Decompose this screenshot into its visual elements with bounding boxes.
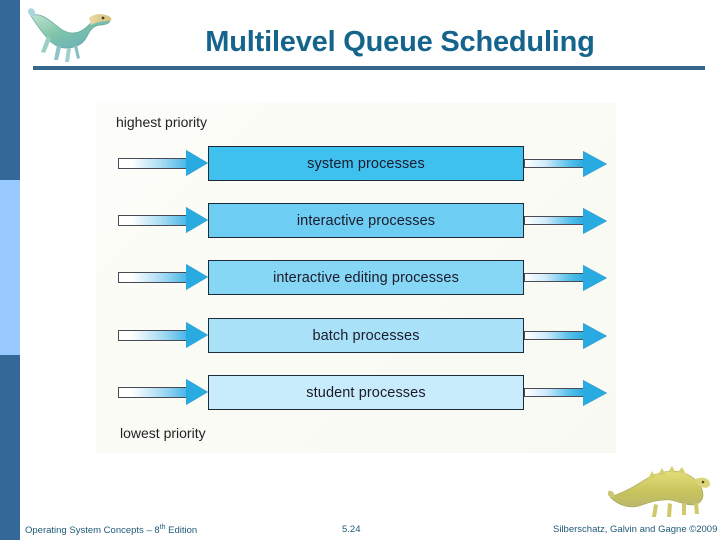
queue-row: batch processes xyxy=(0,318,720,354)
outgoing-arrow-shaft xyxy=(524,388,586,397)
outgoing-arrow-shaft xyxy=(524,216,586,225)
queue-row: interactive editing processes xyxy=(0,260,720,296)
outgoing-arrow-head xyxy=(583,380,607,406)
queue-box-student-processes[interactable]: student processes xyxy=(208,375,524,410)
queue-label: interactive processes xyxy=(296,212,436,229)
queue-label: student processes xyxy=(306,384,426,401)
lowest-priority-label: lowest priority xyxy=(120,425,206,441)
dimetrodon-logo-icon xyxy=(608,466,711,517)
queue-row: interactive processes xyxy=(0,203,720,239)
incoming-arrow-head xyxy=(186,207,208,233)
queue-box-interactive-editing-processes[interactable]: interactive editing processes xyxy=(208,260,524,295)
footer-edition-tail: Edition xyxy=(165,525,198,537)
queue-label: interactive editing processes xyxy=(273,269,459,286)
sidebar-strip-bottom xyxy=(0,355,20,540)
footer-edition-text: Operating System Concepts – 8 xyxy=(25,525,160,537)
footer-edition-ordinal: th xyxy=(159,524,166,531)
dinosaur-logo-icon xyxy=(27,8,112,62)
incoming-arrow-head xyxy=(186,379,208,405)
outgoing-arrow-head xyxy=(583,208,607,234)
highest-priority-label: highest priority xyxy=(116,114,208,130)
sidebar-strip-top xyxy=(0,0,20,180)
queue-row: student processes xyxy=(0,375,720,411)
incoming-arrow-shaft xyxy=(118,215,190,226)
queue-row: system processes xyxy=(0,146,720,182)
outgoing-arrow-head xyxy=(583,323,607,349)
left-sidebar xyxy=(0,0,20,540)
outgoing-arrow-shaft xyxy=(524,273,586,282)
footer-edition: Operating System Concepts – 8th Edition xyxy=(25,524,197,536)
incoming-arrow-shaft xyxy=(118,387,190,398)
footer-copyright: Silberschatz, Galvin and Gagne ©2009 xyxy=(553,524,718,535)
outgoing-arrow-shaft xyxy=(524,159,586,168)
queue-label: system processes xyxy=(307,155,425,172)
outgoing-arrow-head xyxy=(583,151,607,177)
queue-box-batch-processes[interactable]: batch processes xyxy=(208,318,524,353)
incoming-arrow-head xyxy=(186,264,208,290)
page-title: Multilevel Queue Scheduling xyxy=(205,26,595,58)
footer-page-number: 5.24 xyxy=(342,524,361,535)
title-divider xyxy=(33,66,705,70)
incoming-arrow-shaft xyxy=(118,272,190,283)
incoming-arrow-head xyxy=(186,322,208,348)
outgoing-arrow-head xyxy=(583,265,607,291)
outgoing-arrow-shaft xyxy=(524,331,586,340)
queue-box-interactive-processes[interactable]: interactive processes xyxy=(208,203,524,238)
incoming-arrow-shaft xyxy=(118,158,190,169)
incoming-arrow-shaft xyxy=(118,330,190,341)
queue-label: batch processes xyxy=(312,327,420,344)
queue-box-system-processes[interactable]: system processes xyxy=(208,146,524,181)
incoming-arrow-head xyxy=(186,150,208,176)
sidebar-strip-middle xyxy=(0,180,20,355)
